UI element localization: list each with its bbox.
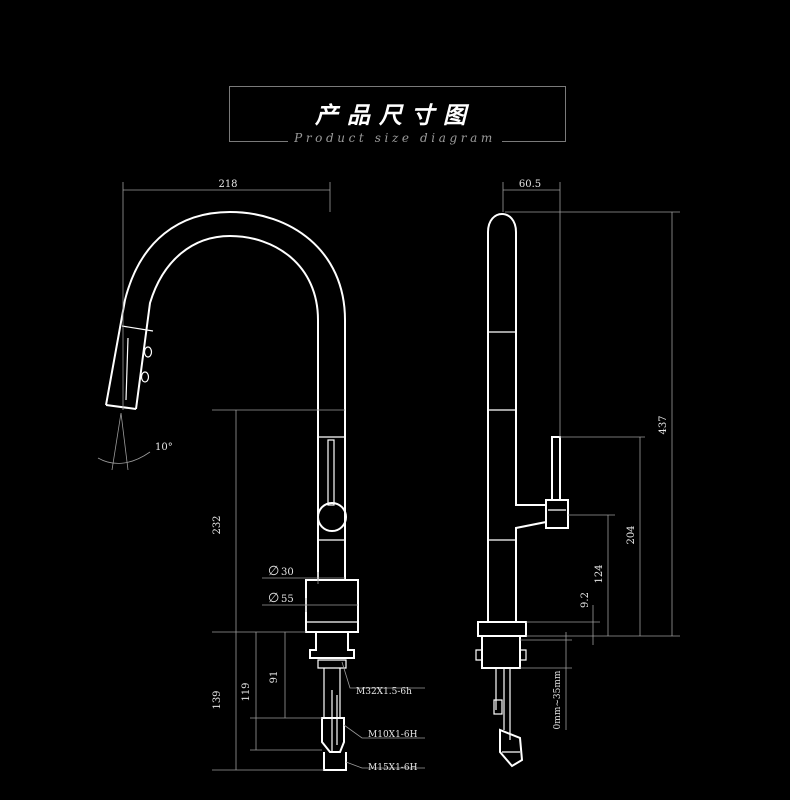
front-spout-inner bbox=[135, 234, 319, 580]
dim-60-5-label: 60.5 bbox=[519, 179, 541, 190]
front-spout-outer bbox=[105, 210, 346, 580]
thread-m10-label: M10X1-6H bbox=[368, 730, 418, 740]
dim-60-5-line bbox=[502, 182, 561, 437]
thread-m15-label: M15X1-6H bbox=[368, 763, 418, 773]
dim-91-label: 91 bbox=[269, 671, 280, 684]
thread-m10-leader bbox=[343, 724, 425, 739]
dim-204-label: 204 bbox=[626, 525, 637, 544]
dim-dia55-symbol: ∅ bbox=[268, 591, 279, 606]
dim-angle-arc bbox=[97, 451, 151, 464]
dim-base-refs bbox=[212, 631, 324, 771]
dim-124-label: 124 bbox=[594, 564, 605, 583]
dim-dia30-line bbox=[262, 572, 345, 584]
side-handle-cap bbox=[545, 499, 569, 529]
front-hose-fitting bbox=[321, 717, 345, 753]
side-handle-lever bbox=[551, 436, 561, 501]
front-hose-lines bbox=[331, 690, 338, 752]
front-spray-slot bbox=[125, 337, 129, 401]
dim-dia55-label: 55 bbox=[281, 594, 294, 605]
front-sprayhead-joint bbox=[121, 325, 154, 332]
front-spray-button-2 bbox=[140, 371, 150, 383]
front-handle-knob bbox=[317, 502, 347, 532]
side-dimensions: 60.5 437 204 124 9.2 0mm~35mm bbox=[502, 179, 680, 730]
page-subtitle-text: Product size diagram bbox=[288, 131, 502, 145]
side-shank bbox=[495, 668, 511, 740]
front-mount-washer bbox=[317, 659, 347, 669]
dim-124-line bbox=[568, 514, 615, 636]
dim-angle-lines bbox=[111, 412, 129, 471]
dim-139-label: 139 bbox=[212, 690, 223, 709]
side-mount-detail bbox=[475, 649, 527, 661]
dim-9-2-line bbox=[526, 605, 600, 645]
page-subtitle: Product size diagram bbox=[0, 131, 790, 145]
side-mount-nut bbox=[481, 636, 521, 669]
dim-dia30-label: 30 bbox=[281, 567, 294, 578]
front-mount-nut bbox=[309, 632, 355, 659]
dim-119-label: 119 bbox=[241, 682, 252, 701]
dim-9-2-label: 9.2 bbox=[580, 592, 591, 608]
front-sprayhead-tip bbox=[105, 404, 137, 410]
thread-m15-leader bbox=[345, 761, 425, 769]
dim-dia30-symbol: ∅ bbox=[268, 564, 279, 579]
side-hose-clip bbox=[493, 699, 503, 715]
front-shank bbox=[323, 668, 341, 718]
dim-218-label: 218 bbox=[218, 179, 237, 190]
dim-204-line bbox=[560, 436, 645, 636]
side-body-outline bbox=[487, 213, 547, 622]
front-spray-button-1 bbox=[143, 346, 153, 358]
page-title: 产品尺寸图 bbox=[315, 103, 475, 129]
front-base-collar bbox=[305, 579, 359, 633]
dim-232-label: 232 bbox=[212, 515, 223, 534]
front-hose-end bbox=[323, 752, 347, 771]
side-base-collar bbox=[477, 621, 527, 637]
thread-m32-leader bbox=[341, 661, 425, 689]
front-dimensions: 218 232 10° ∅ 30 ∅ 55 139 119 bbox=[97, 179, 425, 773]
dim-deck-range-label: 0mm~35mm bbox=[553, 670, 563, 729]
dim-dia55-line bbox=[262, 598, 358, 612]
side-view bbox=[475, 213, 569, 768]
dim-232-line bbox=[212, 409, 345, 632]
dim-218-line bbox=[122, 182, 331, 410]
thread-m32-label: M32X1.5-6h bbox=[356, 687, 412, 697]
dim-437-line bbox=[505, 211, 680, 637]
dim-deck-range-line bbox=[520, 632, 572, 730]
dim-437-label: 437 bbox=[658, 415, 669, 434]
dim-angle-label: 10° bbox=[155, 442, 173, 453]
side-hose-fitting bbox=[499, 728, 524, 768]
front-lever-slot bbox=[327, 439, 335, 506]
front-view bbox=[105, 210, 359, 771]
